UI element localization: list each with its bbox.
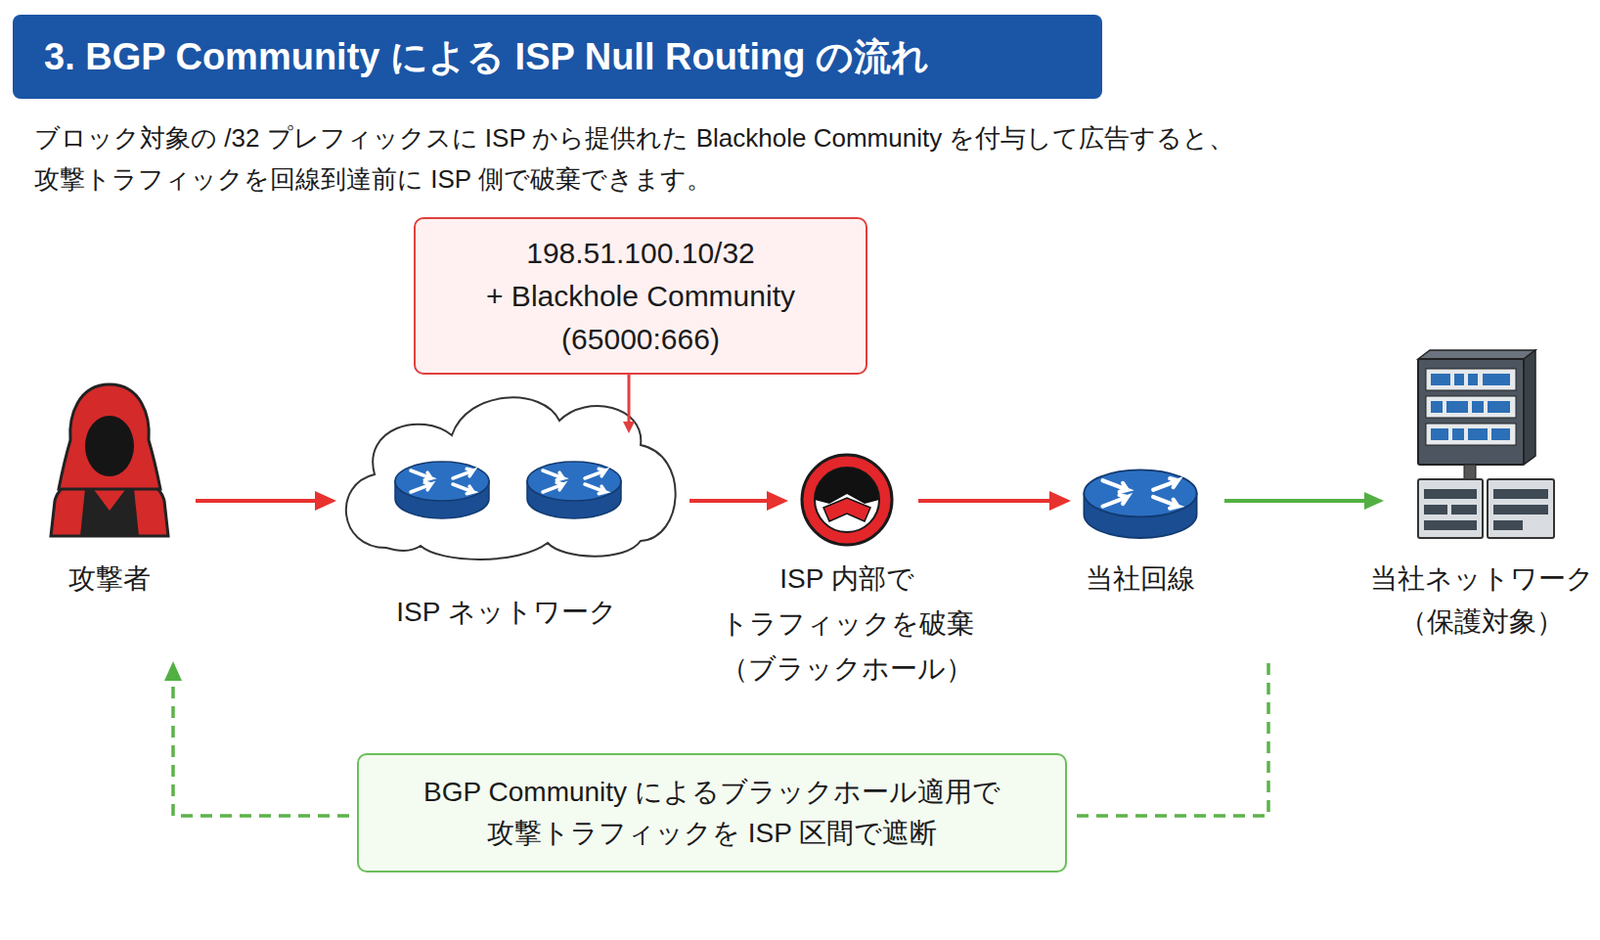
server-side <box>1523 350 1536 465</box>
blackhole-node: ISP 内部で トラフィックを破棄 （ブラックホール） <box>800 453 893 546</box>
diagram-title: 3. BGP Community による ISP Null Routing の流… <box>44 32 930 83</box>
node-label: 攻撃者 <box>11 559 208 599</box>
description-text: ブロック対象の /32 プレフィックスに ISP から提供れた Blackhol… <box>34 117 1560 200</box>
server-rack <box>1418 358 1524 465</box>
server-panel <box>1430 373 1451 386</box>
node-text: 198.51.100.10/32 <box>435 231 846 275</box>
server-panel <box>1467 428 1488 441</box>
server-top <box>1418 350 1536 359</box>
server-panel <box>1430 400 1443 413</box>
server-drawer <box>1425 396 1516 418</box>
server-panel <box>1482 373 1511 386</box>
router-icon <box>1083 469 1197 538</box>
server-panels <box>1430 373 1511 441</box>
flow-arrow <box>195 498 319 503</box>
server-panel <box>1446 400 1468 413</box>
node-label: ISP ネットワーク <box>350 592 664 632</box>
server-slot <box>1423 504 1448 515</box>
isp-cloud <box>346 397 676 559</box>
server-panel <box>1452 428 1465 441</box>
callout-box: 198.51.100.10/32+ Blackhole Community (6… <box>413 217 868 375</box>
server-panel <box>1487 400 1511 413</box>
server-slot <box>1493 504 1549 515</box>
server-panel <box>1491 428 1511 441</box>
attacker-figure <box>50 384 169 536</box>
server-icon <box>1418 350 1555 538</box>
server-slot <box>1423 520 1477 531</box>
router-icon <box>527 461 622 519</box>
cloud-outline <box>346 397 676 559</box>
server-drawer <box>1425 368 1516 391</box>
node-label: 当社回線 <box>1042 559 1239 599</box>
title-band: 3. BGP Community による ISP Null Routing の流… <box>12 14 1103 99</box>
node-text: BGP Community によるブラックホール適用で 攻撃トラフィックを IS… <box>374 771 1050 854</box>
server-slot <box>1493 520 1523 531</box>
network-node: 当社ネットワーク （保護対象） <box>1416 356 1556 541</box>
router-icon <box>395 461 489 519</box>
server-panel <box>1454 373 1465 386</box>
blackhole-mark <box>823 497 871 522</box>
flow-arrow <box>627 374 631 424</box>
node-label: 当社ネットワーク （保護対象） <box>1354 557 1600 644</box>
server-slot <box>1423 488 1477 499</box>
server-slot <box>1493 488 1549 499</box>
blackhole-icon <box>801 454 892 545</box>
server-panel <box>1430 428 1449 441</box>
dashed-leader <box>1076 663 1269 816</box>
node-label: ISP 内部で トラフィックを破棄 （ブラックホール） <box>700 556 994 692</box>
server-slots <box>1423 488 1549 531</box>
note-box: BGP Community によるブラックホール適用で 攻撃トラフィックを IS… <box>356 753 1067 873</box>
cloud-node: ISP ネットワーク <box>345 393 679 556</box>
server-stand <box>1464 464 1476 480</box>
dashed-arrow <box>173 676 350 816</box>
server-slot <box>1451 504 1477 515</box>
attacker-face <box>85 415 134 477</box>
attacker-hood <box>58 384 161 489</box>
node-text: + Blackhole Community (65000:666) <box>435 274 846 361</box>
flow-arrow <box>689 498 771 503</box>
server-unit <box>1418 479 1483 538</box>
server-unit <box>1487 479 1555 538</box>
flow-arrow <box>918 498 1054 503</box>
server-panel <box>1467 373 1478 386</box>
router-node: 当社回線 <box>1083 461 1198 540</box>
edge-group <box>173 374 1369 816</box>
server-drawer <box>1425 423 1516 445</box>
blackhole-inner <box>814 467 880 533</box>
attacker-node: 攻撃者 <box>50 382 169 536</box>
flow-arrow <box>1224 498 1369 503</box>
blackhole-ring <box>801 454 892 545</box>
server-panel <box>1471 400 1484 413</box>
